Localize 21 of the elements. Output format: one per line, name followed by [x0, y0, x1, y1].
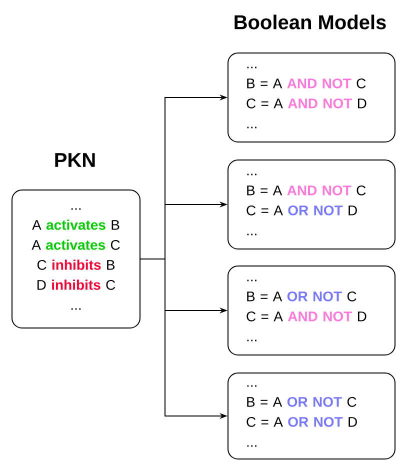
text-box: ... A activates B A activates C C inhibits B D inhibits C ...: [12, 190, 140, 328]
text-box: ... B = A AND NOT C C = A OR NOT D ...: [228, 160, 396, 250]
node-label: B: [107, 260, 115, 270]
node-label: A: [32, 220, 42, 230]
node-label: C: [37, 260, 46, 270]
text-box: ... B = A AND NOT C C = A AND NOT D ...: [228, 52, 396, 142]
node-label: ...: [71, 208, 81, 210]
node-label: A: [32, 240, 41, 250]
text-box: ... B = A OR NOT C C = A AND NOT D ...: [228, 266, 396, 356]
node-label: inhibits: [52, 280, 100, 290]
node-label: inhibits: [52, 260, 101, 270]
node-label: D: [37, 280, 46, 290]
node-label: C: [106, 280, 116, 290]
node-label: activates: [46, 240, 105, 250]
node-label: C: [110, 240, 120, 250]
text-box: ... B = A OR NOT C C = A OR NOT D ...: [228, 372, 396, 460]
node-label: ...: [71, 308, 81, 310]
heading: Boolean Models: [234, 14, 386, 30]
node-label: activates: [46, 220, 106, 230]
heading: PKN: [55, 153, 95, 167]
node-label: B: [112, 220, 120, 230]
